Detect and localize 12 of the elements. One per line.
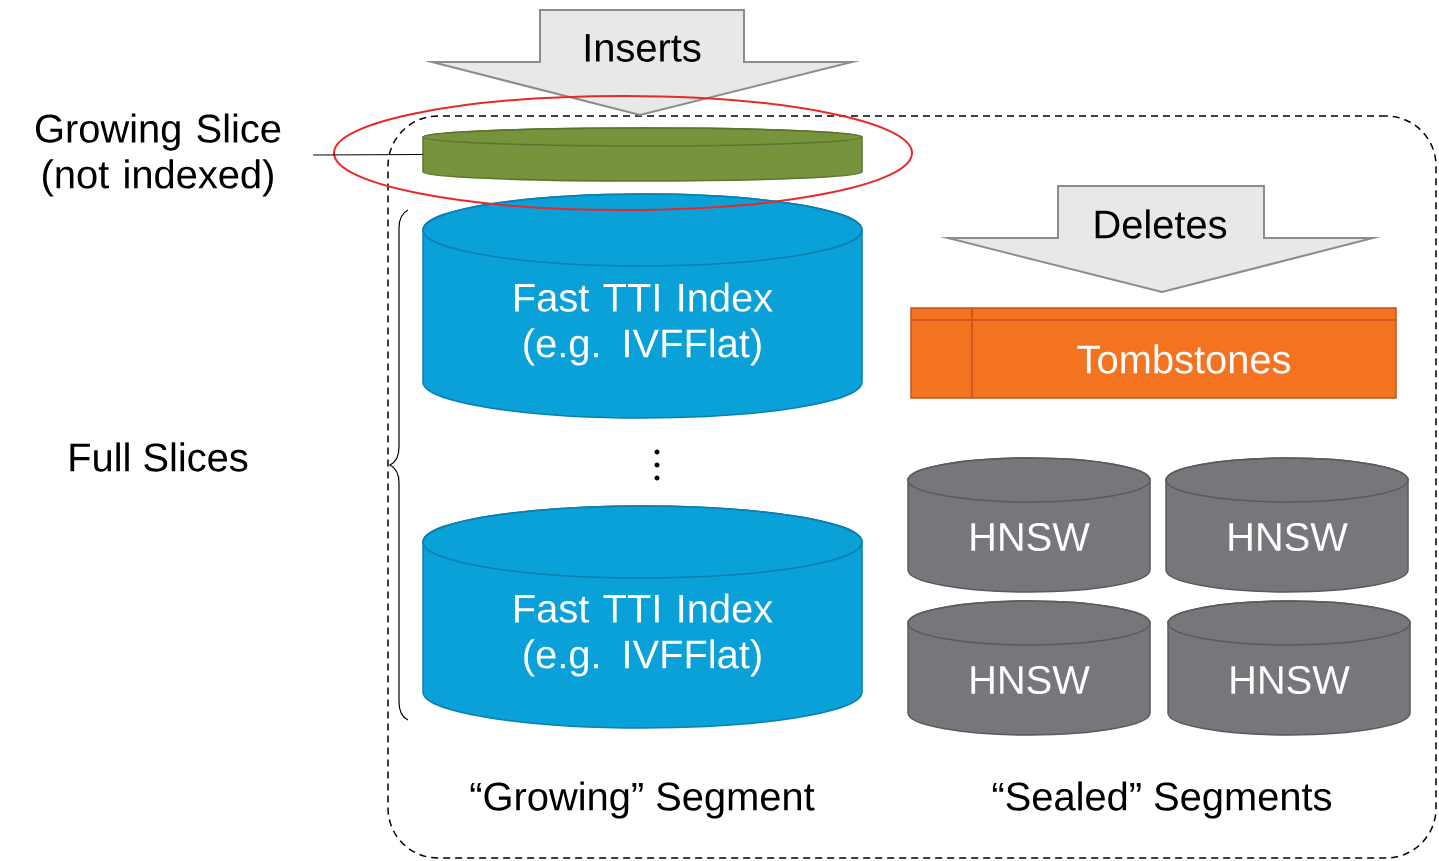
index-cylinder: HNSW — [1165, 457, 1409, 593]
index-cylinder: HNSW — [907, 600, 1151, 736]
index-cylinder: HNSW — [907, 457, 1151, 593]
leader-line — [312, 154, 424, 156]
segment-caption: “Sealed” Segments — [992, 781, 1332, 819]
slice-label: Growing Slice (not indexed) — [36, 113, 281, 197]
tombstone-table: Tombstones — [910, 307, 1397, 399]
index-cylinder: Fast TTI Index (e.g. IVFFlat) — [422, 505, 863, 729]
segment-caption: “Growing” Segment — [470, 781, 815, 819]
index-cylinder: HNSW — [1167, 600, 1411, 736]
index-cylinder: Fast TTI Index (e.g. IVFFlat) — [422, 193, 863, 419]
brace-label: Full Slices — [70, 442, 248, 472]
